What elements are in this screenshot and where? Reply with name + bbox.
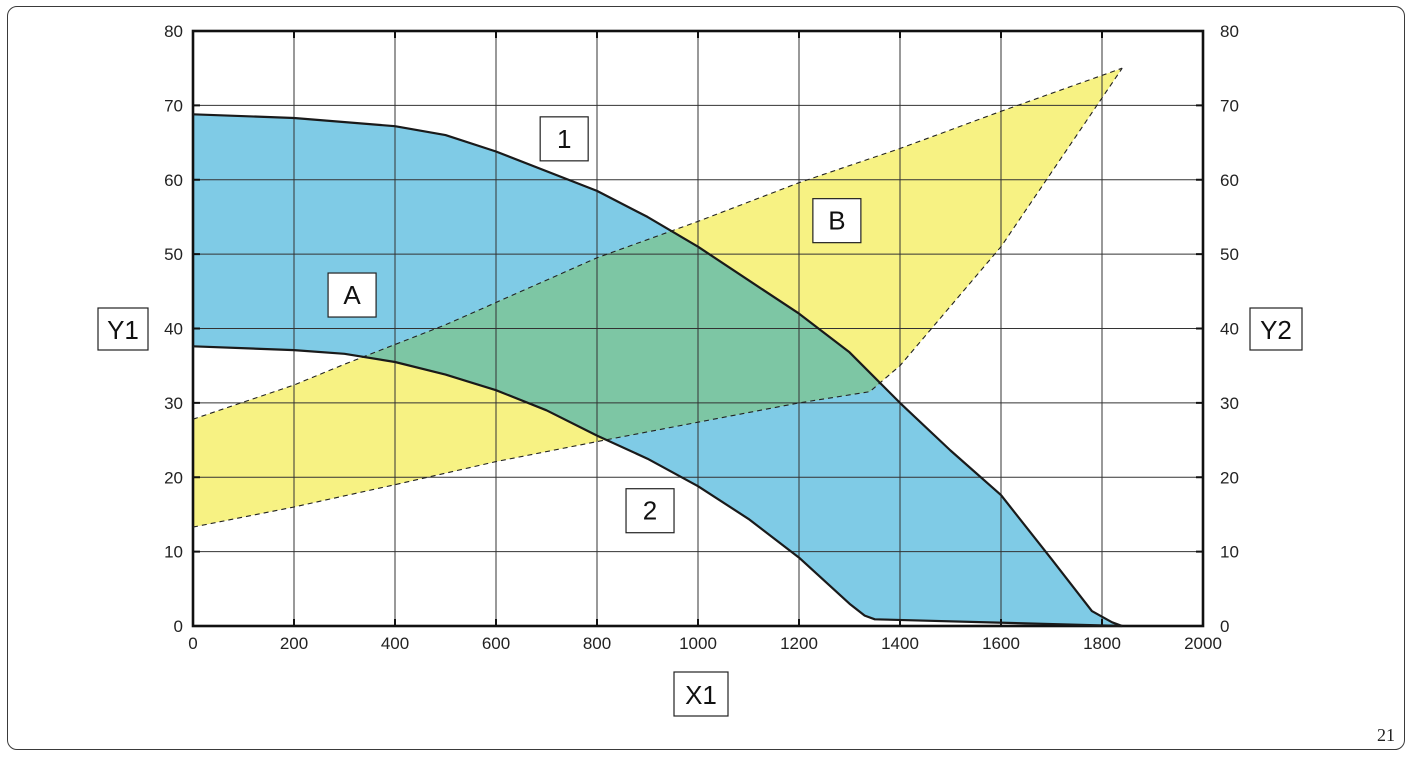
- svg-text:Y2: Y2: [1260, 315, 1292, 345]
- region-label-b: B: [812, 198, 862, 244]
- svg-text:Y1: Y1: [107, 315, 139, 345]
- x-tick-label: 200: [280, 634, 308, 653]
- curve-layer: [192, 67, 1123, 628]
- page-number: 21: [1377, 725, 1395, 745]
- x-tick-label: 1600: [982, 634, 1020, 653]
- y1-tick-label: 10: [164, 543, 183, 562]
- region-label-1: 1: [539, 116, 589, 162]
- y1-tick-label: 20: [164, 468, 183, 487]
- y1-tick-label: 40: [164, 320, 183, 339]
- x1-axis-label: X1: [673, 671, 729, 717]
- region-b-lower-boundary: [192, 67, 1123, 528]
- y1-tick-label: 0: [174, 617, 183, 636]
- svg-text:X1: X1: [685, 680, 717, 710]
- y2-tick-label: 70: [1220, 96, 1239, 115]
- y1-tick-label: 70: [164, 96, 183, 115]
- region-label-a: A: [327, 272, 377, 318]
- y2-tick-label: 30: [1220, 394, 1239, 413]
- y1-tick-label: 60: [164, 171, 183, 190]
- svg-text:1: 1: [557, 124, 571, 154]
- y1-tick-label: 30: [164, 394, 183, 413]
- y1-tick-label: 80: [164, 22, 183, 41]
- curve-1: [192, 113, 1123, 628]
- y2-tick-label: 40: [1220, 320, 1239, 339]
- y1-axis-label: Y1: [97, 307, 149, 351]
- y2-tick-label: 0: [1220, 617, 1229, 636]
- y2-tick-label: 50: [1220, 245, 1239, 264]
- x-tick-label: 600: [482, 634, 510, 653]
- y2-tick-label: 60: [1220, 171, 1239, 190]
- y2-axis-label: Y2: [1249, 307, 1303, 351]
- y2-tick-label: 20: [1220, 468, 1239, 487]
- region-label-2: 2: [625, 488, 675, 534]
- x-tick-label: 1200: [780, 634, 818, 653]
- svg-text:A: A: [343, 280, 361, 310]
- svg-text:2: 2: [643, 496, 657, 526]
- x-tick-label: 400: [381, 634, 409, 653]
- x-tick-label: 0: [188, 634, 197, 653]
- x-tick-label: 1800: [1083, 634, 1121, 653]
- page-frame: [7, 6, 1405, 750]
- y1-tick-label: 50: [164, 245, 183, 264]
- label-layer: A B 1 2: [327, 116, 862, 534]
- x-tick-label: 2000: [1184, 634, 1222, 653]
- svg-text:B: B: [828, 206, 845, 236]
- y2-tick-label: 10: [1220, 543, 1239, 562]
- y2-tick-label: 80: [1220, 22, 1239, 41]
- x-tick-label: 800: [583, 634, 611, 653]
- x-tick-label: 1400: [881, 634, 919, 653]
- curve-2: [192, 345, 1123, 628]
- region-b-upper-boundary: [192, 67, 1123, 420]
- regions-layer: [193, 68, 1123, 627]
- x-tick-label: 1000: [679, 634, 717, 653]
